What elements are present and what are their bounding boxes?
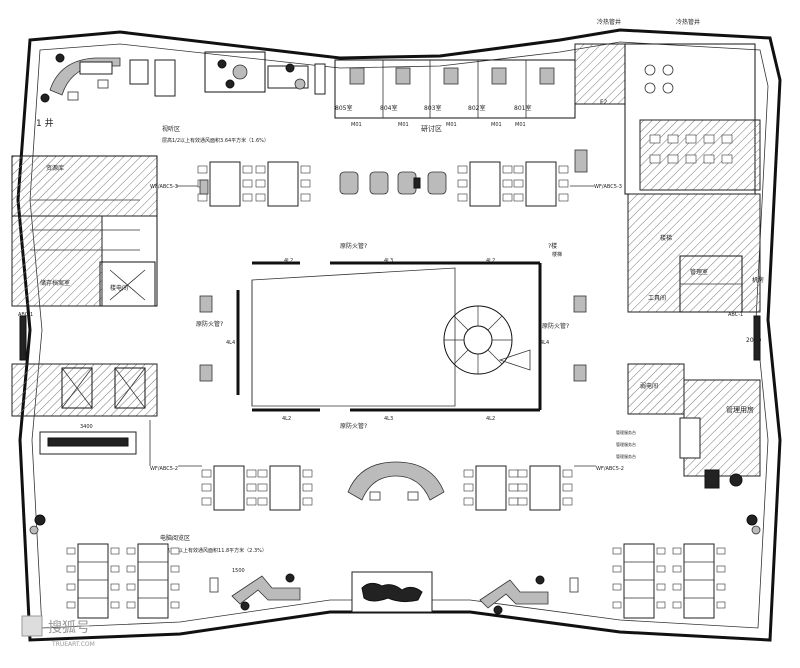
top-right-block: 冷热管井 冷热管井 [574, 18, 761, 195]
pillar-label-l: ABC-1 [18, 312, 33, 318]
computer-zone-label: 电脑阅览区 [160, 534, 190, 542]
upper-table-row: WF/ABC5-3 WF/ABC5-3 [150, 149, 622, 207]
dim-l3-a: 4L3 [384, 258, 393, 264]
vent-label-bottom-left: WF/ABC5-2 [150, 466, 178, 472]
right-room-a-label: 工具间 [648, 294, 666, 302]
left-elevators [11, 363, 158, 417]
lower-table-row: WF/ABC5-2 WF/ABC5-2 [150, 461, 624, 511]
room-803: 803室 [424, 104, 441, 112]
center-label-right: 原防火管? [542, 322, 569, 330]
spiral-stair [443, 305, 531, 375]
computer-vent-note: 层高1/2以上有效通风面积11.8平方米（2.3%） [160, 547, 267, 554]
door-label: M01 [446, 122, 457, 128]
watermark: 搜狐号 TRUEART.COM [21, 615, 95, 648]
room-802: 802室 [468, 104, 485, 112]
dim-l4-left: 4L4 [226, 340, 235, 346]
right-bottom-label: 管理用房 [726, 405, 754, 414]
watermark-sub: TRUEART.COM [51, 641, 95, 648]
room-801: 801室 [514, 104, 531, 112]
note-label: 管理服务台 [616, 453, 636, 459]
door-label: M01 [491, 122, 502, 128]
stair-sub-label: 楼梯 [552, 251, 562, 258]
bottom-right-desks [612, 514, 761, 619]
right-storage-label: 管理室 [690, 268, 708, 276]
note-label: 管理服务台 [616, 441, 636, 447]
building-outline [16, 28, 782, 642]
reading-vent-note: 层高1/2以上有效通风面积3.64平方米（1.6%） [162, 137, 269, 144]
room-805: 805室 [335, 104, 352, 112]
left-block: 资源库 储存档案室 楼电间 [11, 155, 158, 307]
reading-zone-label: 视听区 [162, 125, 180, 133]
shaft-label: 冷热管井 [676, 18, 700, 26]
note-label: 管理服务台 [616, 429, 636, 435]
vent-label-top-left: WF/ABC5-3 [150, 184, 178, 190]
vent-label-top-right: WF/ABC5-3 [594, 184, 622, 190]
door-label: M01 [398, 122, 409, 128]
dim-l2-d: 4L2 [486, 416, 495, 422]
right-room-b-label: 机房 [752, 276, 764, 284]
center-label-left: 原防火管? [196, 320, 223, 328]
center-label-bottom: 原防火管? [340, 422, 367, 430]
right-equip-label: 弱电间 [640, 382, 658, 390]
top-left-lounge: 1 井 [36, 51, 326, 129]
stair-label: ?楼 [548, 242, 557, 250]
dim-3400: 3400 [80, 424, 93, 430]
dim-l2-a: 4L2 [284, 258, 293, 264]
dim-l3-b: 4L3 [384, 416, 393, 422]
left-room-label: 资源库 [46, 164, 64, 172]
center-label-top: 原防火管? [340, 242, 367, 250]
left-hall-label: 楼电间 [110, 284, 128, 292]
dim-l2-b: 4L2 [486, 258, 495, 264]
door-label: M01 [515, 122, 526, 128]
right-lift-label: 楼梯 [660, 234, 672, 242]
vent-label-bottom-right: WF/ABC5-2 [596, 466, 624, 472]
dim-l2-c: 4L2 [282, 416, 291, 422]
discussion-zone-label: 研讨区 [421, 124, 442, 133]
pillar-label-r: ABC-1 [728, 312, 743, 318]
door-label: M01 [351, 122, 362, 128]
left-storage-label: 储存档案室 [40, 279, 70, 287]
bottom-left-desks [29, 514, 180, 619]
dim-l4-right: 4L4 [540, 340, 549, 346]
central-atrium: 4L2 4L3 4L2 4L4 4L4 4L2 4L3 4L2 原防火管? 原防… [196, 242, 587, 430]
room-804: 804室 [380, 104, 397, 112]
shaft-label: 冷热管井 [597, 18, 621, 26]
pillar [19, 315, 27, 361]
shaft-1-label: 1 井 [36, 117, 54, 129]
dim-1500: 1500 [232, 568, 245, 574]
top-rooms: 805室 804室 803室 802室 801室 M01 M01 M01 M01… [334, 59, 607, 133]
right-block: 楼梯 管理室 工具间 机房 弱电间 管理用房 管理服务台 管理服务台 管理服务台… [616, 193, 764, 489]
watermark-text: 搜狐号 [48, 620, 90, 636]
pillar [753, 315, 761, 361]
bottom-lounges: 1500 [209, 568, 579, 615]
left-counter: 3400 [39, 420, 151, 466]
